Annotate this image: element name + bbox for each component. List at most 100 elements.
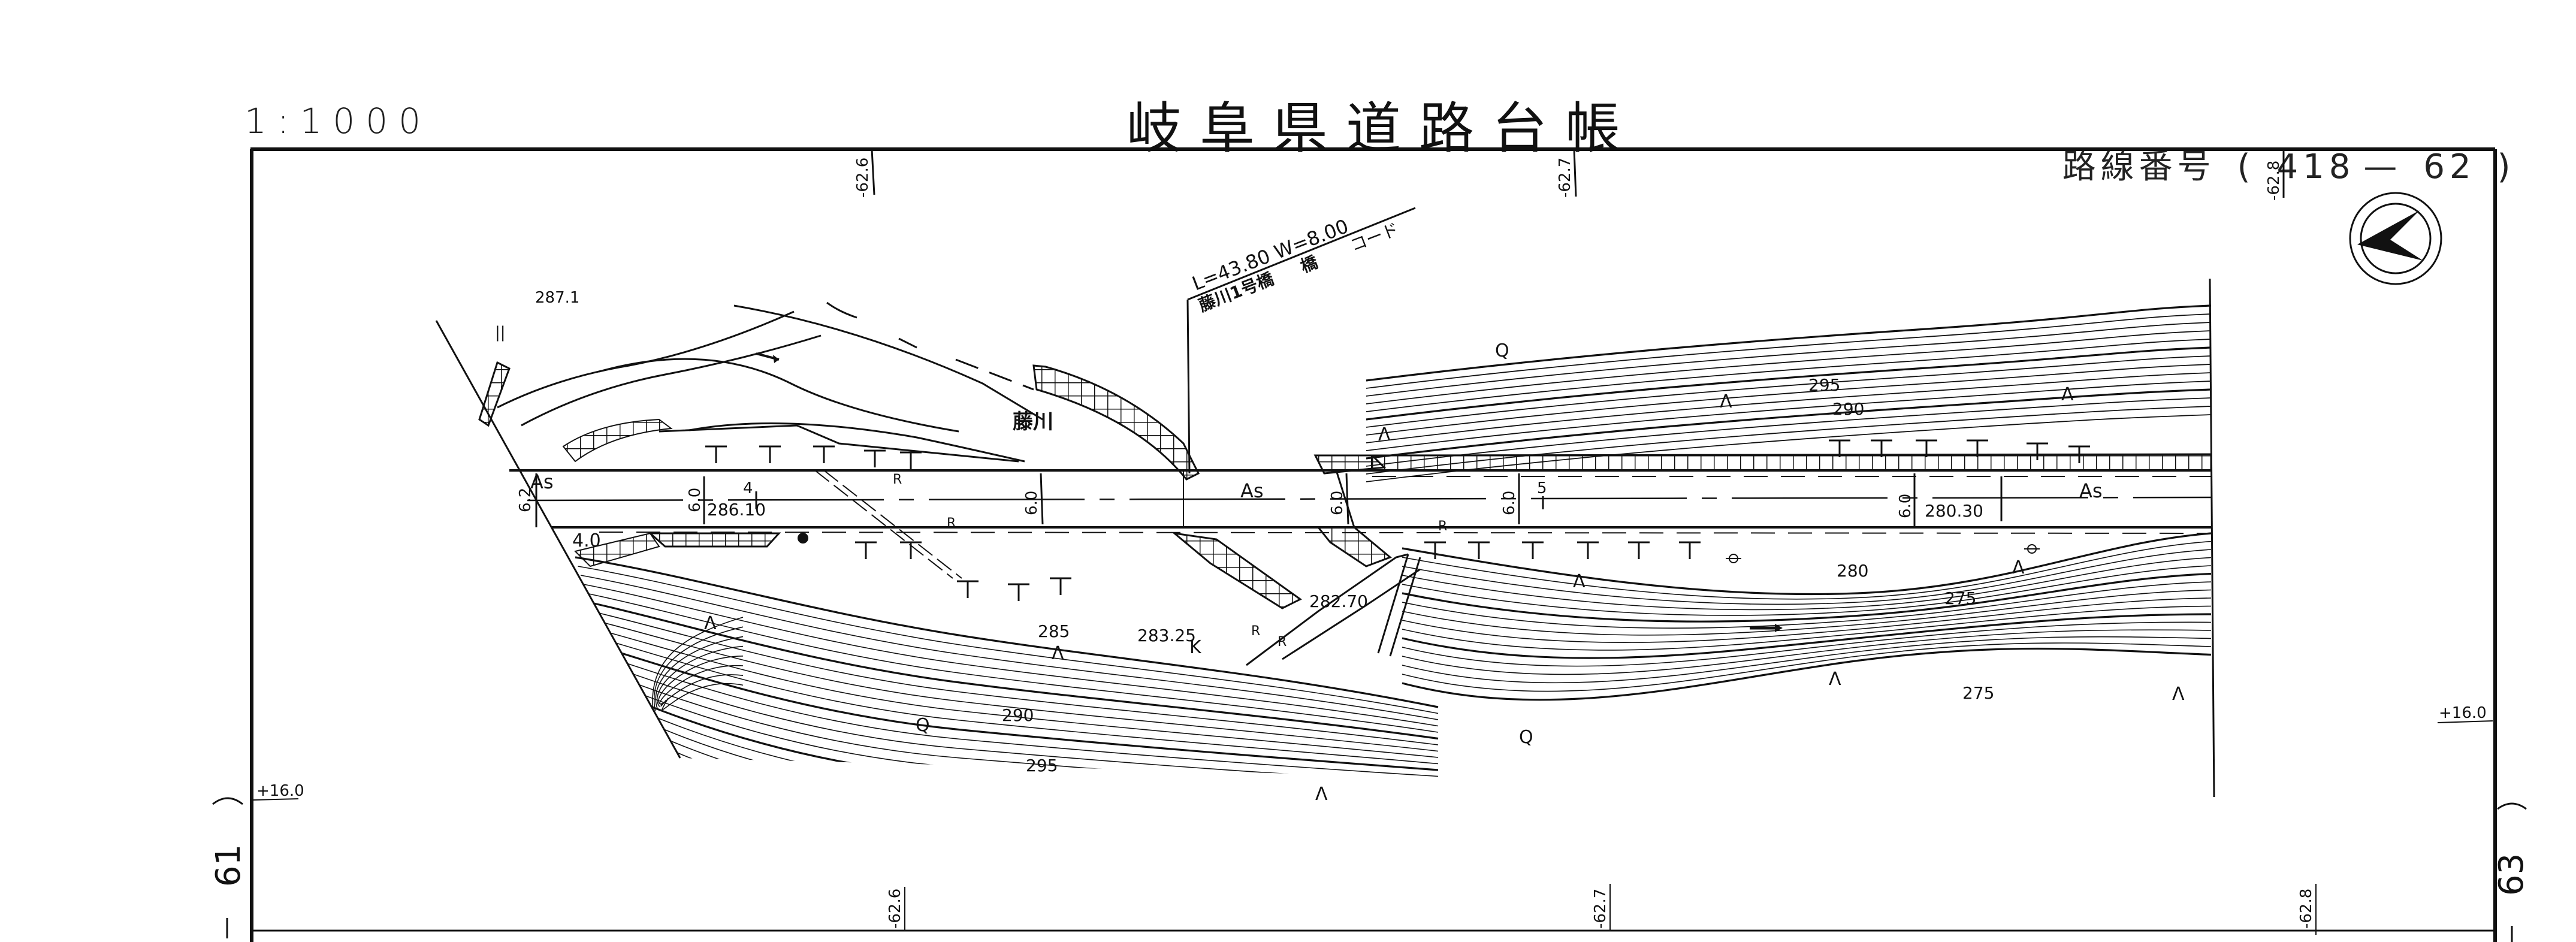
north-arrow-icon (2349, 192, 2442, 285)
contour-north (1366, 346, 2212, 421)
contour-north (1366, 313, 2212, 389)
sheet-cut-line (435, 320, 681, 759)
conifer-tree-symbol: Λ (1052, 643, 1064, 664)
route-close-paren: ) (2497, 147, 2515, 186)
broadleaf-tree-symbol: Q (1495, 340, 1509, 361)
width-4: 6.0 (1328, 491, 1346, 515)
offset-marker-right: +16.0 (2437, 704, 2493, 723)
contour-south (580, 575, 1439, 720)
left-sheet-number: 61 (209, 844, 248, 887)
offset-marker-left: +16.0 (252, 782, 304, 801)
elevation-283-25: 283.25 (1137, 626, 1196, 645)
wall-hatch-left (478, 361, 511, 427)
contour-south (605, 656, 1439, 777)
contour-lines (575, 304, 2212, 797)
t-mark-symbol (759, 445, 781, 463)
grid-tick-top-2 (1573, 149, 1577, 197)
right-sheet-number: 63 (2492, 853, 2531, 896)
t-mark-symbol (1424, 541, 1446, 559)
conifer-tree-symbol: Λ (1720, 391, 1732, 412)
right-sheet-paren (2497, 802, 2527, 810)
contour-river (1402, 541, 2212, 600)
contour-river (1402, 605, 2212, 651)
surface-label-center: As (1240, 479, 1264, 502)
wall-hatch-nw (562, 418, 673, 463)
bridge-type: 橋 (1298, 252, 1321, 276)
conifer-tree-symbol: Λ (1315, 784, 1328, 805)
guardrail-north-side (1371, 453, 2212, 472)
bridge-leader (1186, 207, 1416, 474)
contour-south (626, 727, 1439, 797)
contour-river (1402, 647, 2212, 701)
t-mark-symbol (855, 541, 877, 559)
grid-label-bottom-1: -62.6 (886, 889, 904, 929)
t-mark-symbol (1871, 439, 1892, 457)
flow-arrow-north (756, 352, 780, 363)
width-2: 6.0 (686, 488, 704, 512)
contour-river (1402, 642, 2212, 692)
conifer-tree-symbol: Λ (2012, 557, 2025, 578)
side-road (1246, 553, 1409, 666)
t-mark-symbol (1679, 541, 1701, 559)
route-number: 路線番号(418—62) (2031, 101, 2515, 188)
contour-label-295-north: 295 (1808, 375, 1840, 395)
grid-label-bottom-3: -62.8 (2297, 889, 2315, 929)
right-sheet-ref: 63 (2492, 802, 2531, 942)
contour-bowl (652, 617, 744, 714)
grid-label-top-2: -62.7 (1556, 158, 1574, 198)
width-6: 6.0 (1896, 494, 1914, 518)
t-mark-symbol (900, 451, 922, 469)
t-mark-symbol (1050, 577, 1071, 595)
left-sheet-paren (212, 797, 243, 805)
river-name: 藤川 (1013, 410, 1053, 434)
t-mark-symbol (1967, 439, 1988, 457)
contour-bowl (654, 626, 744, 711)
map-scale: 1:1000 (244, 101, 432, 141)
contour-river (1402, 557, 2212, 611)
wall-mark-r1: R (893, 472, 902, 487)
offset-label-left: +16.0 (256, 782, 304, 800)
contour-north (1366, 304, 2212, 382)
t-mark-symbol (957, 580, 979, 598)
contour-north (1366, 339, 2212, 412)
contour-north (1366, 355, 2212, 428)
river-fujikawa (497, 301, 1043, 463)
surface-label-west: As (530, 470, 554, 493)
route-number-main: 418 (2276, 147, 2355, 186)
route-open-paren: ( (2237, 147, 2255, 186)
shoulder-width: 4.0 (572, 530, 601, 551)
contour-river (1402, 549, 2212, 605)
t-mark-symbol (2068, 445, 2090, 463)
flow-arrow-south (1750, 624, 1783, 632)
bottom-grid-ticks (904, 884, 2317, 935)
contour-bowl (659, 665, 744, 705)
contour-north (1366, 364, 2212, 436)
contour-north (1366, 372, 2212, 443)
t-mark-symbol (900, 541, 922, 559)
elevation-282-70: 282.70 (1309, 591, 1368, 611)
contour-label-275-b: 275 (1962, 683, 1994, 703)
contour-river (1402, 621, 2212, 667)
t-mark-symbol (864, 449, 886, 467)
contour-south (594, 620, 1439, 752)
conifer-tree-symbol: Λ (1378, 424, 1391, 445)
elevation-286-10: 286.10 (707, 500, 766, 520)
route-label: 路線番号 (2062, 147, 2216, 186)
contour-river (1402, 629, 2212, 675)
t-mark-symbol (1916, 439, 1937, 457)
contour-north (1366, 397, 2212, 467)
mark-ii: || (495, 324, 506, 342)
width-dimension-markers (535, 473, 2003, 527)
road-centerline (527, 496, 2212, 502)
t-mark-symbol (705, 445, 727, 463)
road-body (509, 424, 2212, 666)
grid-label-bottom-2: -62.7 (1591, 889, 1609, 929)
bridge-wing-wall-south (1171, 532, 1302, 609)
width-west: 6.2 (517, 488, 534, 512)
contour-bowl (658, 656, 744, 705)
conifer-tree-symbol: Λ (1829, 669, 1841, 690)
manhole-symbol (798, 533, 808, 544)
contour-river (1402, 636, 2212, 684)
broadleaf-tree-symbol: Q (1519, 727, 1533, 748)
